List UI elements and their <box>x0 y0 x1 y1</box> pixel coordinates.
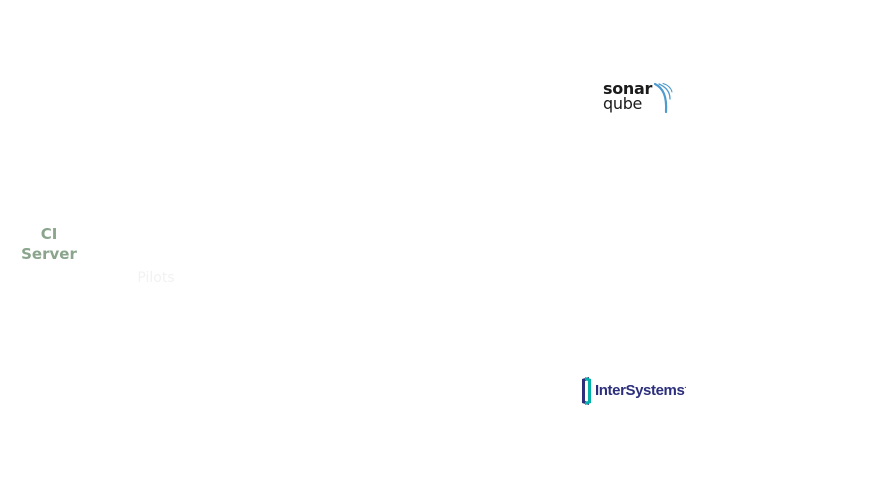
sonarqube-word-qube: qube <box>603 94 643 113</box>
intersystems-word: InterSystems <box>595 382 685 399</box>
registered-mark: · <box>684 385 687 392</box>
intersystems-wordmark: InterSystems· <box>595 382 687 399</box>
intersystems-bracket-icon <box>582 377 591 405</box>
ci-server-label-line2: Server <box>21 245 77 263</box>
sonar-waves-icon <box>653 82 673 114</box>
pilots-label: Pilots <box>137 270 175 286</box>
intersystems-logo: InterSystems· <box>579 377 699 405</box>
sonarqube-word-sonar: sonar <box>603 79 653 98</box>
sonarqube-logo: sonar qube <box>603 80 675 118</box>
ci-server-node: CI Server <box>14 224 84 264</box>
ci-server-label-line1: CI <box>40 225 58 243</box>
